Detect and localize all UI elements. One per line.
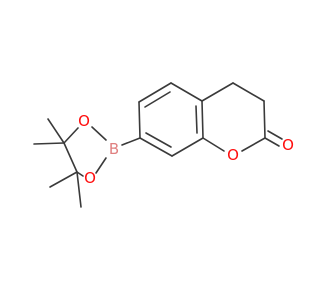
bond [121,137,141,146]
bond [263,100,266,139]
oxygen-atom-label: O [282,136,294,154]
bond [63,127,79,144]
boron-atom-label: B [109,140,119,158]
bond [49,171,78,188]
bond [264,137,280,147]
bond [95,157,107,174]
bond [145,132,172,148]
molecule-canvas: B O O O O [33,82,294,208]
bond [195,105,198,134]
bond [33,142,65,145]
bond [138,101,141,139]
bond-lines [33,82,283,208]
bond [241,137,266,152]
bond [267,130,283,140]
bond [170,82,203,102]
molecule-structure: B O O O O [33,82,294,208]
bond [171,137,204,157]
oxygen-atom-label: O [227,146,239,164]
bond [139,137,173,157]
bond [76,171,82,208]
bond [91,126,107,141]
bond [201,82,234,102]
bond [76,171,84,177]
atom-labels: B O O O O [78,112,294,187]
bond [138,82,172,103]
bond [63,142,78,173]
bond [47,118,65,144]
bond [232,82,265,102]
oxygen-atom-label: O [84,169,96,187]
bond [201,100,204,139]
bond [202,137,225,152]
bond [144,91,171,108]
oxygen-atom-label: O [78,112,90,130]
